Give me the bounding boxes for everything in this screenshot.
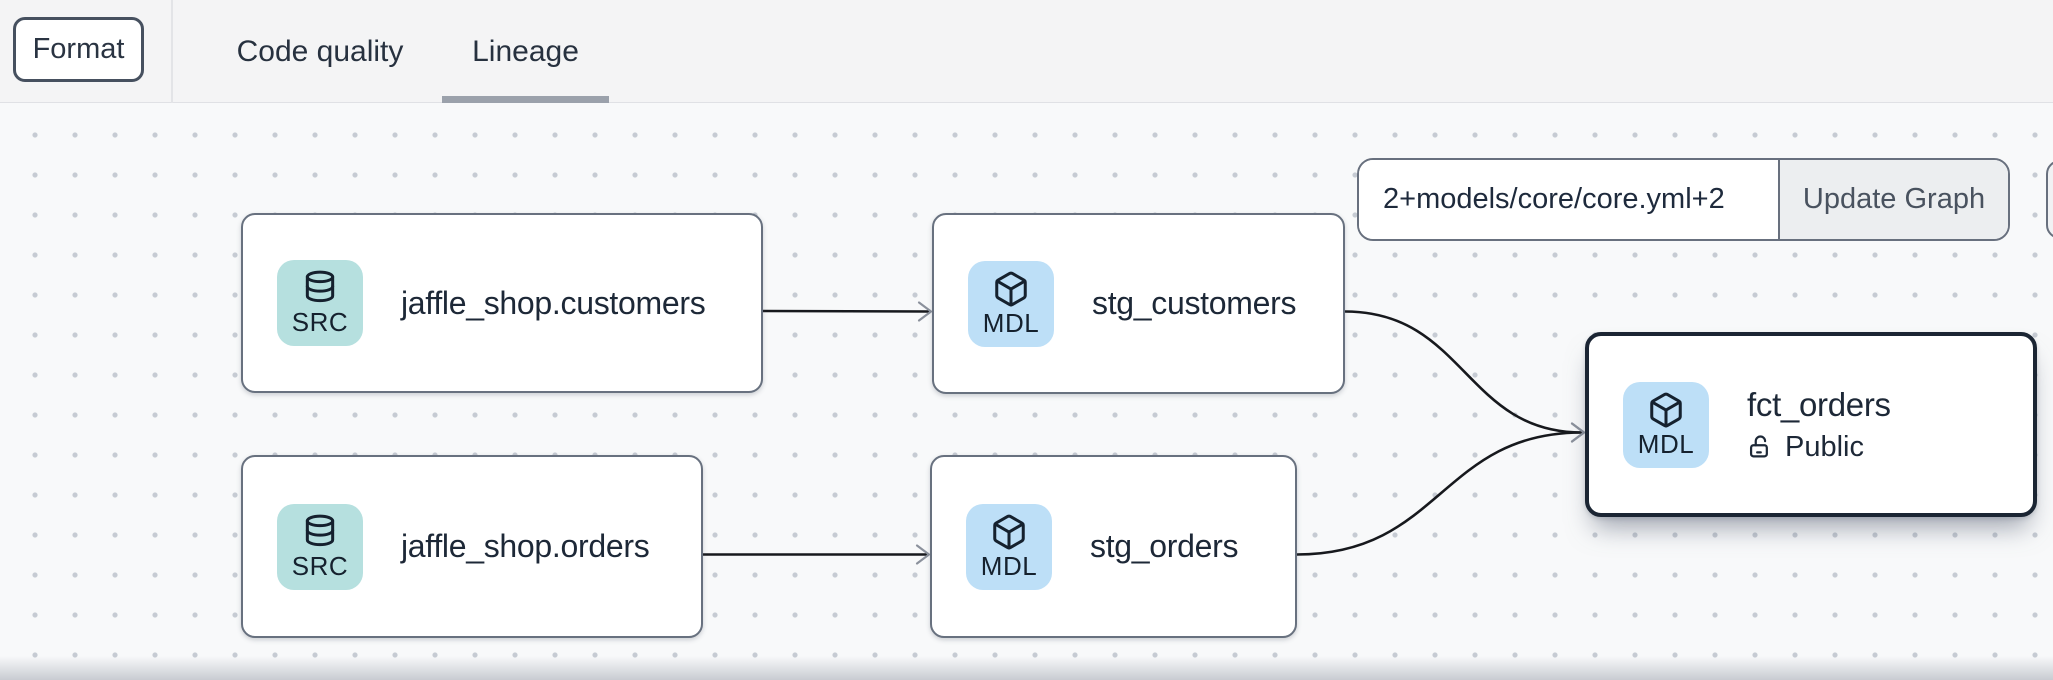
node-type-badge: SRC [277,260,363,346]
node-type-badge: MDL [968,260,1054,347]
clipped-right-button[interactable] [2046,160,2053,239]
node-access: Public [1747,431,1891,464]
node-access-label: Public [1785,430,1864,463]
toolbar-divider [171,0,173,103]
edge-src_customers-to-stg_customers [762,309,930,313]
edge-arrowhead [915,544,931,565]
node-label: jaffle_shop.orders [401,528,650,564]
node-label: fct_orders [1747,385,1891,423]
node-type-badge: MDL [966,503,1052,590]
lock-open-icon [1747,433,1775,461]
node-type-badge: MDL [1623,381,1709,468]
graph-selector-panel: Update Graph [1357,158,2010,241]
edge-arrowhead [1570,422,1586,443]
node-label: jaffle_shop.customers [401,284,706,321]
lineage-node-src_customers[interactable]: SRC jaffle_shop.customers [241,213,763,393]
node-type-label: MDL [980,550,1038,581]
tab-code-quality[interactable]: Code quality [236,34,404,68]
lineage-node-stg_customers[interactable]: MDL stg_customers [932,213,1345,394]
node-type-label: MDL [1637,428,1695,459]
database-icon [301,513,339,551]
edge-stg_orders-to-fct_orders [1296,431,1583,556]
node-label: stg_customers [1092,285,1297,321]
node-type-label: MDL [982,307,1040,338]
cube-icon [990,513,1028,551]
cube-icon [1647,391,1685,429]
lineage-node-src_orders[interactable]: SRC jaffle_shop.orders [241,455,703,638]
update-graph-button[interactable]: Update Graph [1778,160,2008,239]
node-type-badge: SRC [277,503,363,590]
lineage-node-stg_orders[interactable]: MDL stg_orders [930,455,1297,638]
tab-lineage[interactable]: Lineage [442,0,609,103]
database-icon [301,269,339,307]
edge-stg_customers-to-fct_orders [1344,310,1583,434]
cube-icon [992,270,1030,308]
node-label: stg_orders [1090,528,1239,564]
node-type-label: SRC [291,550,349,581]
format-button[interactable]: Format [13,17,144,82]
top-toolbar: Format Code quality Lineage [0,0,2053,103]
edge-arrowhead [917,301,933,322]
model-selector-input[interactable] [1359,160,1778,239]
node-type-label: SRC [291,307,349,338]
edge-arrowhead [1570,422,1586,443]
